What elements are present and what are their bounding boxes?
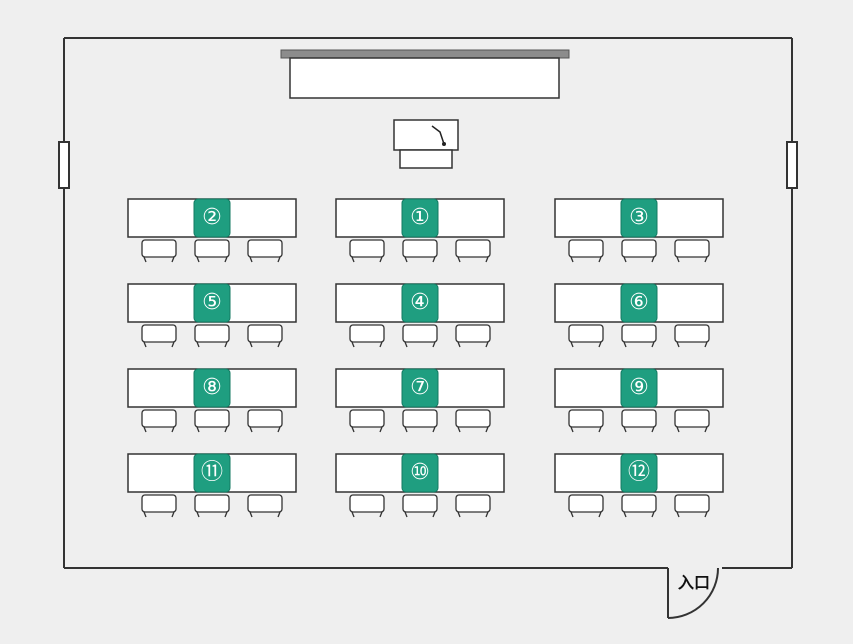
room-walls	[63, 37, 793, 569]
chair	[194, 494, 230, 518]
chair	[194, 409, 230, 433]
chair	[247, 324, 283, 348]
entrance-door	[667, 567, 719, 619]
chair	[455, 494, 491, 518]
whiteboard	[289, 57, 560, 99]
chair	[247, 494, 283, 518]
entrance-label: 入口	[677, 573, 710, 592]
desk-group	[335, 283, 505, 348]
right-window	[786, 141, 798, 189]
chair	[455, 409, 491, 433]
chair	[621, 409, 657, 433]
desk-group	[554, 198, 724, 263]
seat-highlight	[193, 283, 231, 323]
desk-group	[127, 368, 297, 433]
seat-highlight	[193, 198, 231, 238]
chair	[621, 494, 657, 518]
seat-highlight	[620, 283, 658, 323]
chair	[455, 324, 491, 348]
desk-group	[127, 283, 297, 348]
chair	[568, 494, 604, 518]
seat-highlight	[401, 198, 439, 238]
chair	[455, 239, 491, 263]
chair	[141, 494, 177, 518]
chair	[194, 324, 230, 348]
seat-highlight	[620, 368, 658, 408]
chair	[402, 239, 438, 263]
desk-group	[127, 198, 297, 263]
seat-highlight	[620, 198, 658, 238]
seat-highlight	[401, 453, 439, 493]
chair	[402, 494, 438, 518]
desk-group	[335, 453, 505, 518]
chair	[349, 239, 385, 263]
chair	[141, 324, 177, 348]
lectern	[393, 119, 459, 169]
chair	[349, 494, 385, 518]
chair	[621, 324, 657, 348]
chair	[568, 239, 604, 263]
desk-group	[335, 198, 505, 263]
seat-highlight	[401, 368, 439, 408]
chair	[141, 409, 177, 433]
chair	[674, 409, 710, 433]
chair	[247, 409, 283, 433]
desk-group	[554, 453, 724, 518]
chair	[674, 239, 710, 263]
chair	[349, 324, 385, 348]
chair	[349, 409, 385, 433]
chair	[674, 494, 710, 518]
desk-group	[335, 368, 505, 433]
chair	[674, 324, 710, 348]
seat-highlight	[620, 453, 658, 493]
desk-group	[554, 368, 724, 433]
chair	[402, 409, 438, 433]
seat-highlight	[401, 283, 439, 323]
chair	[194, 239, 230, 263]
left-window	[58, 141, 70, 189]
desk-group	[554, 283, 724, 348]
seat-highlight	[193, 453, 231, 493]
microphone-icon	[431, 125, 445, 145]
seat-highlight	[193, 368, 231, 408]
chair	[247, 239, 283, 263]
desk-groups	[127, 198, 724, 518]
chair	[568, 324, 604, 348]
desk-group	[127, 453, 297, 518]
chair	[568, 409, 604, 433]
screen-bar	[280, 49, 570, 59]
chair	[402, 324, 438, 348]
chair	[141, 239, 177, 263]
chair	[621, 239, 657, 263]
